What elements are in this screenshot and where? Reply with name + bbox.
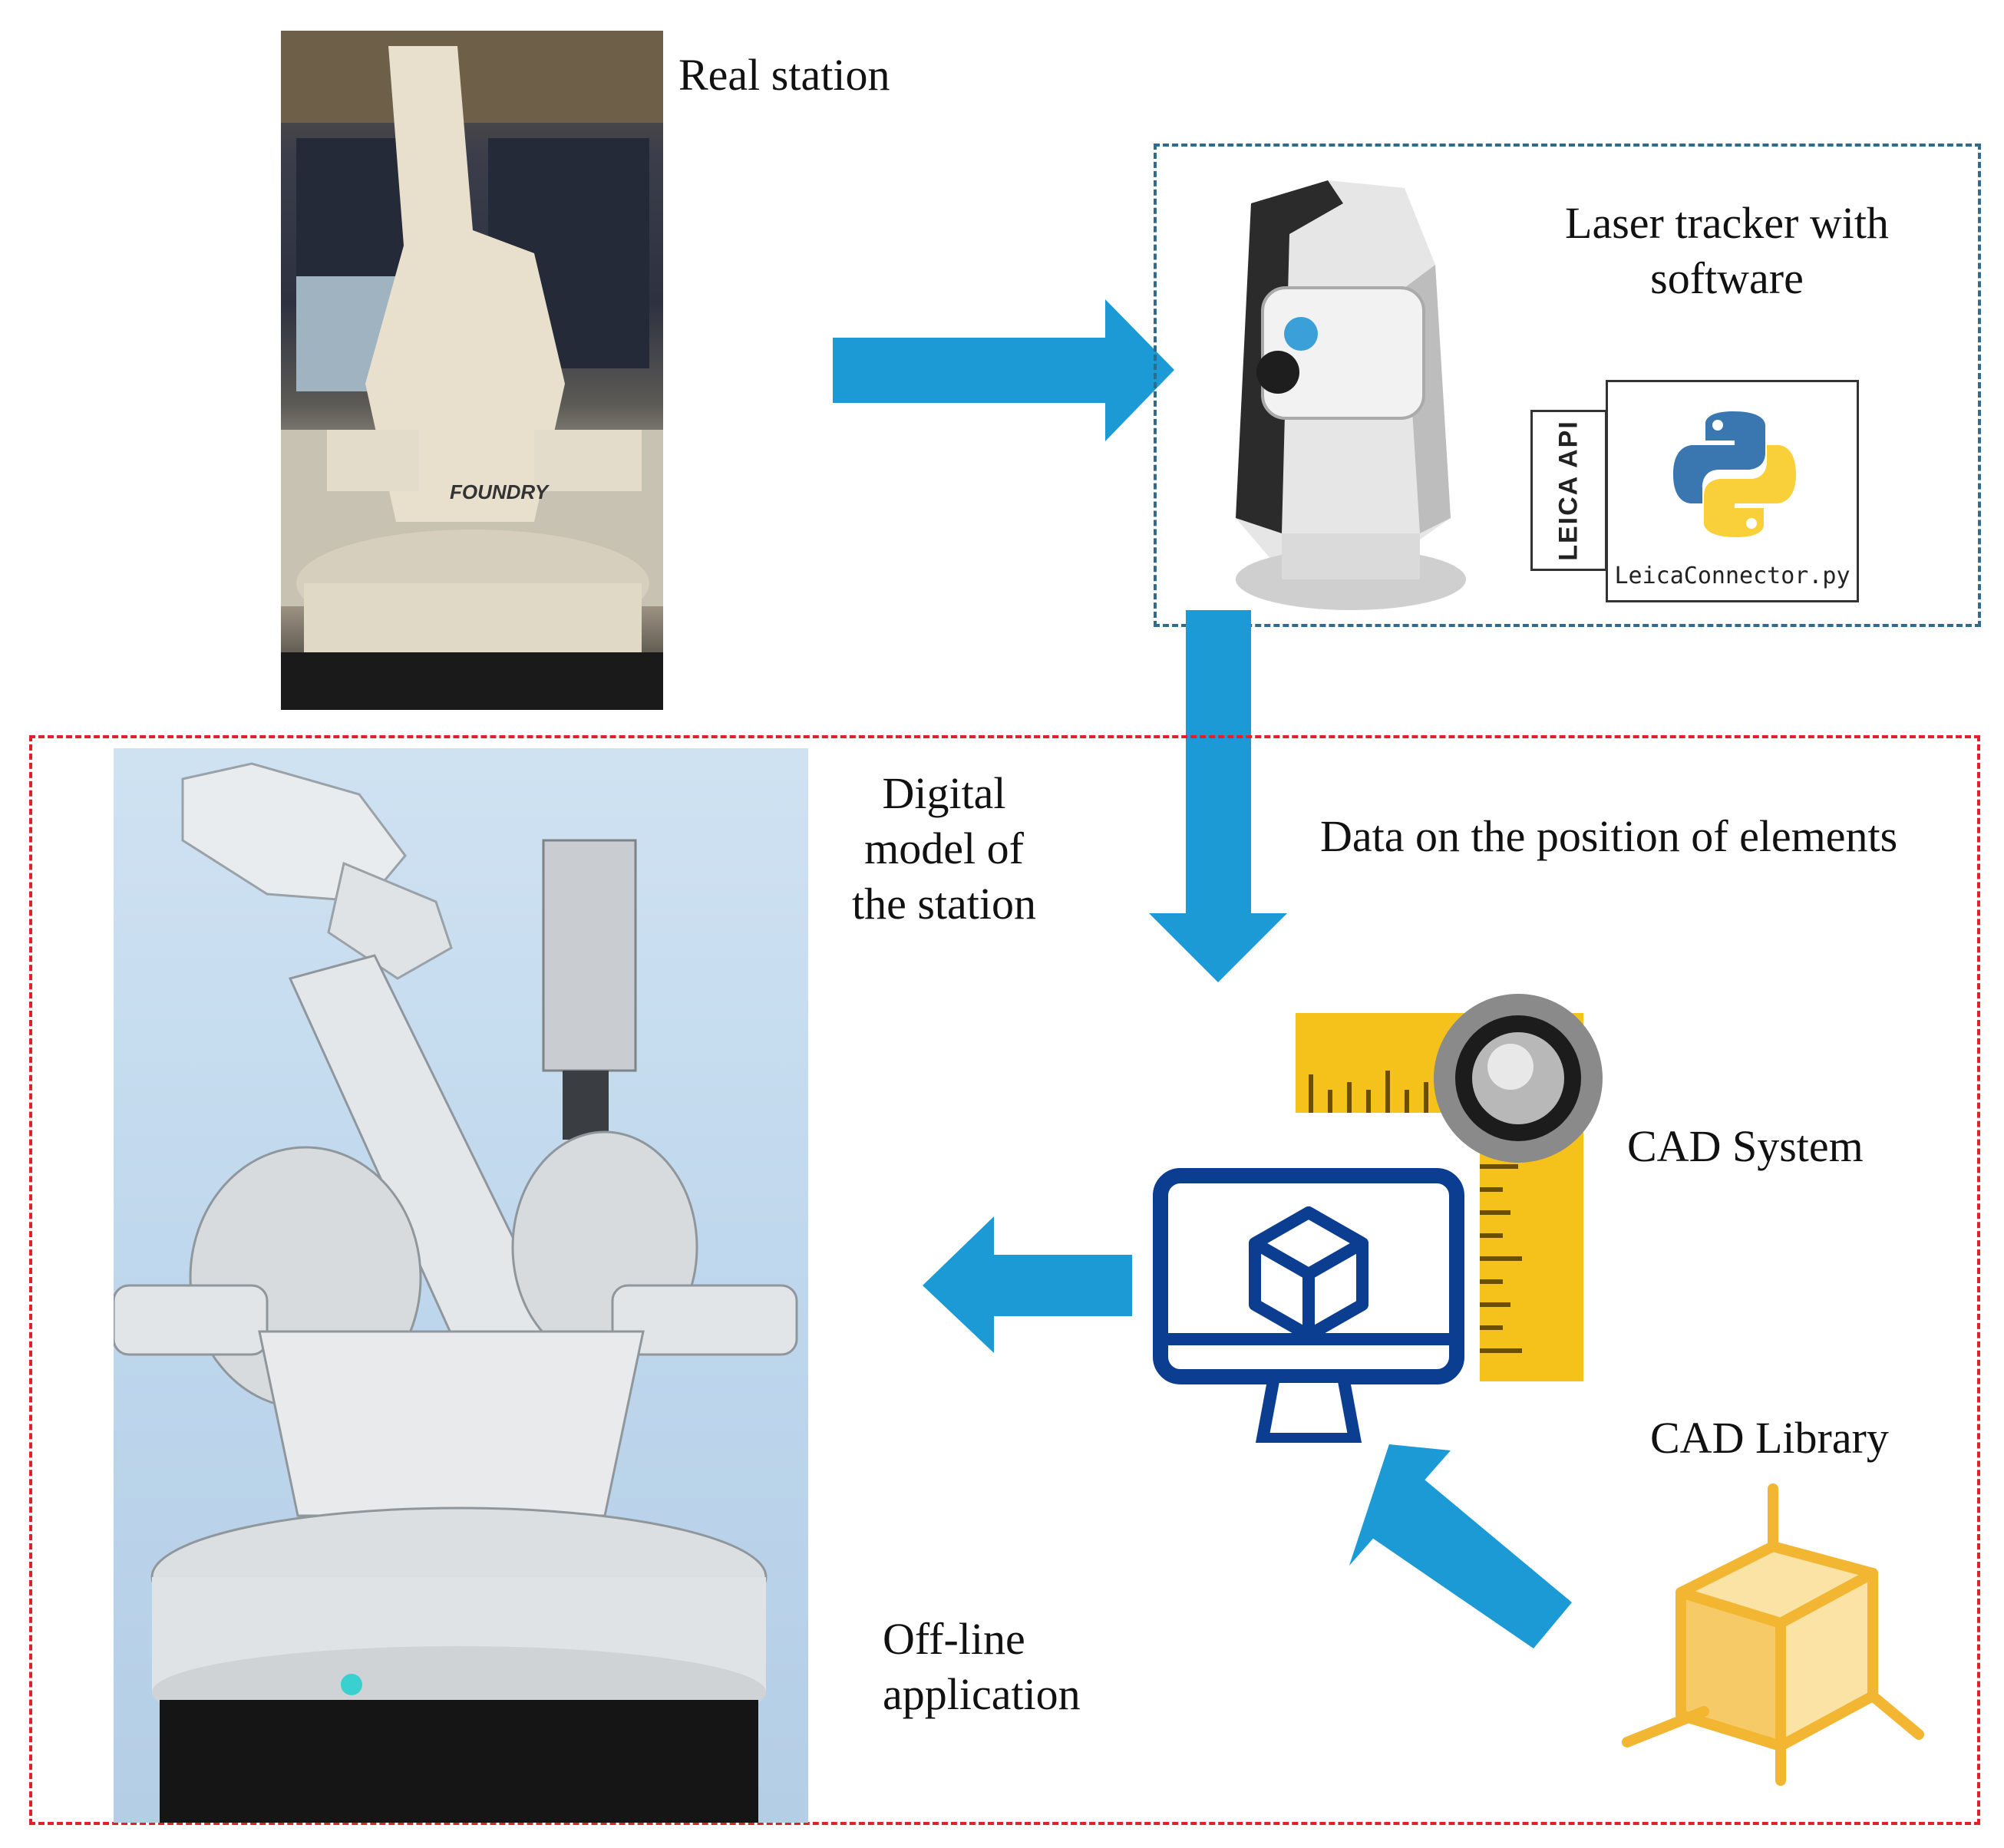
arrow-from-cad-library [1349, 1444, 1572, 1648]
offline-application-box [29, 735, 1980, 1825]
leica-api-box: LEICA API [1530, 410, 1607, 571]
leica-connector-box: LeicaConnector.py [1606, 380, 1859, 602]
laser-tracker-box [1154, 144, 1981, 627]
digital-model-label: Digital model of the station [814, 766, 1075, 932]
offline-label-line1: Off-line [883, 1614, 1025, 1664]
arrow-to-laser-tracker [833, 299, 1174, 441]
laser-tracker-label-line1: Laser tracker with [1565, 198, 1889, 248]
digital-model-render [114, 748, 808, 1823]
leica-api-label: LEICA API [1553, 420, 1583, 561]
cad-library-label: CAD Library [1650, 1413, 1889, 1463]
ruler-icon [1296, 994, 1603, 1381]
laser-tracker-label: Laser tracker with software [1527, 196, 1926, 306]
data-position-label: Data on the position of elements [1320, 811, 1898, 861]
digital-model-label-line1: Digital [882, 768, 1006, 818]
digital-model-label-line3: the station [851, 879, 1036, 929]
python-logo-icon [1673, 411, 1796, 537]
real-station-photo: FOUNDRY [281, 31, 663, 710]
laser-tracker-label-line2: software [1650, 253, 1804, 303]
arrow-to-digital-model [923, 1216, 1132, 1353]
leica-connector-label: LeicaConnector.py [1614, 563, 1850, 589]
cad-library-icon [1622, 1483, 1924, 1786]
cad-monitor-icon [1153, 1168, 1464, 1443]
offline-label-line2: application [883, 1669, 1081, 1719]
offline-application-label: Off-line application [883, 1612, 1081, 1722]
digital-model-label-line2: model of [864, 823, 1024, 873]
cad-system-label: CAD System [1627, 1121, 1864, 1171]
robot-brand-text: FOUNDRY [450, 480, 550, 503]
real-station-label: Real station [678, 50, 890, 100]
laser-tracker-device [1236, 180, 1466, 610]
arrow-to-cad-system [1149, 610, 1287, 982]
